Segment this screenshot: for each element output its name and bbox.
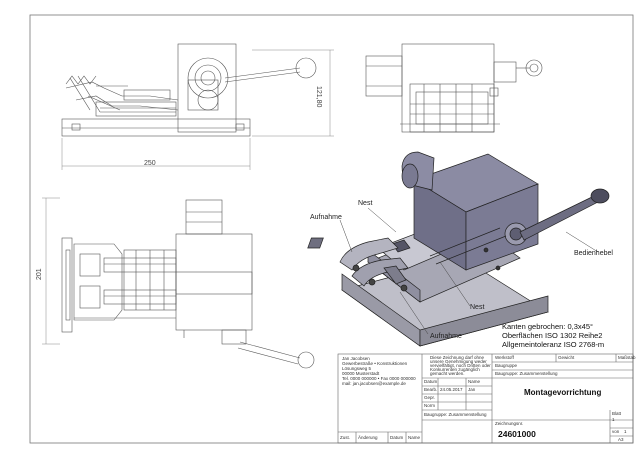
side-view <box>365 43 543 133</box>
blatt-label: Blatt <box>612 411 622 416</box>
company-line: Jan Jacobsen <box>342 356 370 361</box>
norm-label: Norm <box>424 403 435 408</box>
callout-aufnahme-top: Aufnahme <box>310 214 342 221</box>
dim-height-121: 121,80 <box>315 86 322 108</box>
von-value: 1 <box>624 429 627 434</box>
callout-bedienhebel: Bedienhebel <box>574 250 613 257</box>
note-line-1: Kanten gebrochen: 0,3x45° <box>502 322 593 331</box>
title-block-frame <box>337 353 634 444</box>
note-line-3: Allgemeintoleranz ISO 2768-m <box>502 340 605 349</box>
zust-label: Zust. <box>340 435 351 440</box>
note-line-2: Oberflächen ISO 1302 Reihe2 <box>502 331 603 340</box>
assembly-value: Baugruppe: Zusammenstellung <box>495 371 558 376</box>
company-line: Lösungsweg 5 <box>342 366 372 371</box>
dim-lines-top <box>42 197 60 345</box>
copyright-line: gemacht werden. <box>430 371 465 376</box>
company-line: Tel. 0000 000000 • Fax 0000 000000 <box>342 376 416 381</box>
drawing-title: Montagevorrichtung <box>524 388 602 397</box>
datum-label: Datum <box>424 379 438 384</box>
weight-label: Gewicht <box>558 355 575 360</box>
drawing-number-label: Zeichnungsnr. <box>495 421 524 426</box>
name-label: Name <box>468 379 481 384</box>
material-value: Baugruppe <box>495 363 518 368</box>
sheet-border <box>29 14 634 444</box>
datum2-label: Datum <box>390 435 404 440</box>
callout-nest-bottom: Nest <box>470 304 485 311</box>
company-line: Gewerbestraße • Konstruktionen <box>342 361 408 366</box>
drawn-name: Jan <box>468 387 476 392</box>
aenderung-label: Änderung <box>358 435 378 440</box>
callout-nest-top: Nest <box>358 200 373 207</box>
callout-aufnahme-bottom: Aufnahme <box>430 333 462 340</box>
blatt-value: 1 <box>612 417 615 422</box>
name2-label: Name <box>408 435 421 440</box>
drawing-number: 24601000 <box>498 429 536 439</box>
drawn-label: Bearb. <box>424 387 438 392</box>
company-line: mail: jan.jacobsen@example.de <box>342 381 406 386</box>
copyright-line: unsere Genehmigung weder <box>430 359 487 364</box>
copyright-line: vervielfältigt, noch Dritten oder <box>430 363 491 368</box>
checked-label: Gepr. <box>424 395 436 400</box>
von-label: von <box>612 429 620 434</box>
dim-height-201: 201 <box>36 268 43 280</box>
dim-width-250: 250 <box>144 160 156 167</box>
isometric-view <box>307 151 610 347</box>
copyright-line: Diese Zeichnung darf ohne <box>430 355 485 360</box>
company-line: 00000 Musterstadt <box>342 371 380 376</box>
callout-leaders <box>339 207 599 335</box>
front-view <box>61 43 317 137</box>
copyright-line: Konkurrenten zugänglich <box>430 367 480 372</box>
dim-lines-front <box>61 49 334 170</box>
format-value: A3 <box>618 437 624 442</box>
assembly-label: Baugruppe: Zusammenstellung <box>424 412 487 417</box>
drawn-date: 24.05.2017 <box>440 387 463 392</box>
top-view <box>61 199 315 369</box>
material-label: Werkstoff <box>495 355 514 360</box>
scale-label: Maßstab <box>618 355 636 360</box>
